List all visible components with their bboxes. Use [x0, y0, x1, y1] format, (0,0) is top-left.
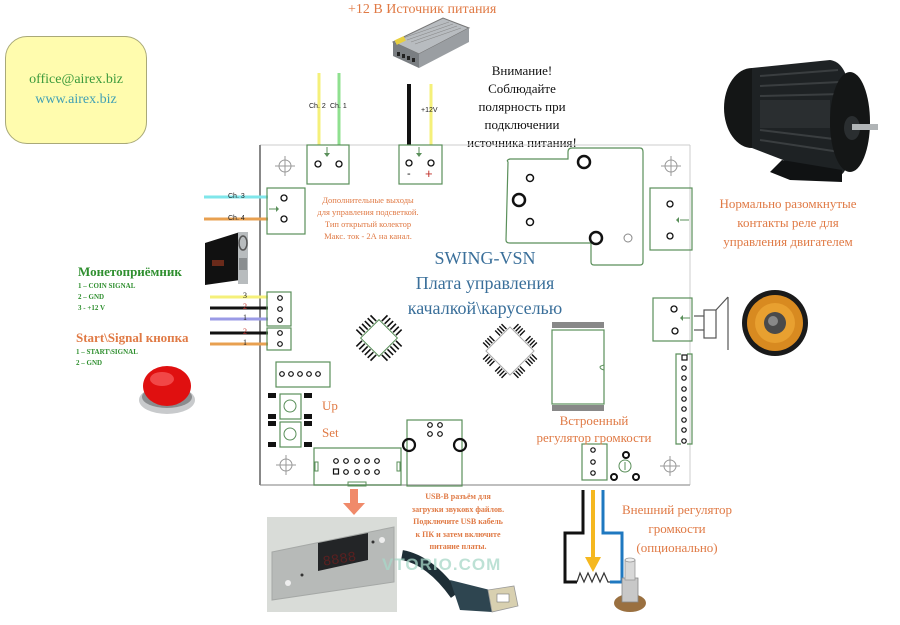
usb-note: USB-B разъём для загрузки звуковх файлов… — [402, 491, 514, 554]
terminal-plus-label: + — [425, 166, 433, 181]
note-line: Нормально разомкнутые — [719, 196, 857, 211]
wire-pot-black — [563, 490, 585, 584]
label-ch3: Ch. 3 — [228, 193, 245, 200]
watermark: VTORIO.COM — [382, 555, 502, 574]
note-line: загрузки звуковх файлов. — [411, 504, 505, 514]
power-supply-title: +12 В Источник питания — [348, 2, 497, 17]
board-subtitle-1: Плата управления — [415, 273, 555, 293]
internal-volume-note: Встроенный регулятор громкости — [527, 412, 661, 446]
note-line: USB-B разъём для — [425, 492, 491, 501]
contact-website[interactable]: www.airex.biz — [35, 92, 117, 107]
wire-number: 1 — [243, 313, 247, 322]
relay-footprint — [505, 147, 644, 266]
note-line: Подключите USB кабель — [413, 517, 503, 526]
board-subtitle-2: качалкой\каруселью — [407, 298, 563, 318]
terminal-minus-label: - — [407, 168, 411, 180]
note-line: для управления подсветкой. — [317, 207, 419, 217]
note-line: питание платы. — [429, 542, 487, 551]
motor-relay-note: Нормально разомкнутые контакты реле для … — [703, 194, 873, 251]
coin-pin: 1 – COIN SIGNAL — [78, 282, 136, 290]
terminal-start — [266, 327, 292, 351]
terminal-speaker — [652, 297, 693, 342]
wire-number: 1 — [243, 338, 247, 347]
coin-acceptor-image — [205, 232, 248, 285]
note-line: (опционально) — [636, 540, 718, 555]
terminal-ch1-ch2 — [306, 144, 350, 185]
set-button-label: Set — [322, 425, 339, 440]
start-pin: 2 – GND — [76, 359, 103, 367]
note-line: Тип открытый колектор — [324, 219, 412, 229]
wire-pot-blue — [601, 490, 624, 584]
start-button-title: Start\Signal кнопка — [76, 330, 189, 345]
terminal-power — [398, 144, 443, 185]
note-line: Дополнительные выходы — [322, 195, 414, 205]
wiper-arrow-icon — [585, 557, 601, 572]
terminal-coin — [266, 291, 292, 327]
header-9pin — [675, 353, 693, 445]
display-digits: 8888 — [322, 550, 358, 571]
display-panel-image — [267, 517, 397, 612]
button-up-footprint — [268, 393, 312, 420]
mounting-hole-icon — [660, 456, 680, 476]
label-12v: +12V — [421, 107, 438, 114]
wire-number: 2 — [243, 327, 247, 336]
warning-line: Внимание! — [491, 63, 553, 78]
label-ch4: Ch. 4 — [228, 215, 245, 222]
note-line: Встроенный — [559, 413, 629, 428]
idc-header-10pin — [313, 447, 402, 487]
coin-acceptor-title: Монетоприёмник — [78, 264, 182, 279]
up-button-label: Up — [322, 398, 338, 413]
contact-email[interactable]: office@airex.biz — [29, 72, 123, 87]
note-line: контакты реле для — [737, 215, 839, 230]
warning-line: источника питания! — [467, 135, 577, 150]
button-set-footprint — [268, 421, 312, 448]
mounting-hole-icon — [661, 156, 681, 176]
note-line: Макс. ток - 2А на канал. — [324, 231, 412, 241]
warning-line: полярность при — [478, 99, 566, 114]
note-line: управления двигателем — [723, 234, 853, 249]
note-line: Внешний регулятор — [621, 502, 733, 517]
terminal-motor — [649, 187, 693, 251]
additional-outputs-note: Дополнительные выходы для управления под… — [306, 194, 430, 242]
chip-tsop — [551, 322, 605, 411]
wire-number: 3 — [243, 291, 247, 300]
contact-box: office@airex.biz www.airex.biz — [5, 36, 147, 144]
note-line: громкости — [648, 521, 706, 536]
wire-number: 2 — [243, 302, 247, 311]
power-supply-image — [391, 17, 471, 68]
note-line: регулятор громкости — [536, 430, 652, 445]
board-title: SWING-VSN Плата управления качалкой\кару… — [385, 246, 585, 321]
note-line: к ПК и затем включите — [415, 529, 501, 539]
label-ch2: Ch. 2 — [309, 103, 326, 110]
start-pin: 1 – START\SIGNAL — [76, 348, 138, 356]
usb-b-footprint — [401, 419, 468, 487]
coin-pin: 3 - +12 V — [78, 304, 105, 312]
mounting-hole-icon — [276, 455, 296, 475]
arrow-to-display — [350, 489, 358, 504]
coin-pin: 2 – GND — [78, 293, 105, 301]
motor-image — [724, 60, 878, 182]
potentiometer-image — [614, 557, 646, 612]
chip-qfp-2 — [482, 323, 538, 379]
header-volume — [581, 443, 608, 481]
trimmer-pot-icon — [610, 451, 640, 481]
speaker-image — [742, 290, 808, 356]
mounting-hole-icon — [275, 156, 295, 176]
polarity-warning: Внимание! Соблюдайте полярность при подк… — [448, 62, 596, 152]
header-5pin — [275, 361, 331, 388]
terminal-ch3-ch4 — [266, 187, 306, 235]
speaker-symbol-icon — [694, 296, 729, 350]
warning-line: Соблюдайте — [488, 81, 556, 96]
board-name: SWING-VSN — [434, 248, 536, 268]
red-button-image — [139, 366, 195, 414]
chip-qfp-1 — [355, 314, 403, 362]
usb-cable-image — [400, 550, 519, 613]
label-ch1: Ch. 1 — [330, 103, 347, 110]
external-volume-note: Внешний регулятор громкости (опционально… — [612, 500, 742, 557]
warning-line: подключении — [484, 117, 560, 132]
resistor-symbol — [576, 571, 610, 584]
